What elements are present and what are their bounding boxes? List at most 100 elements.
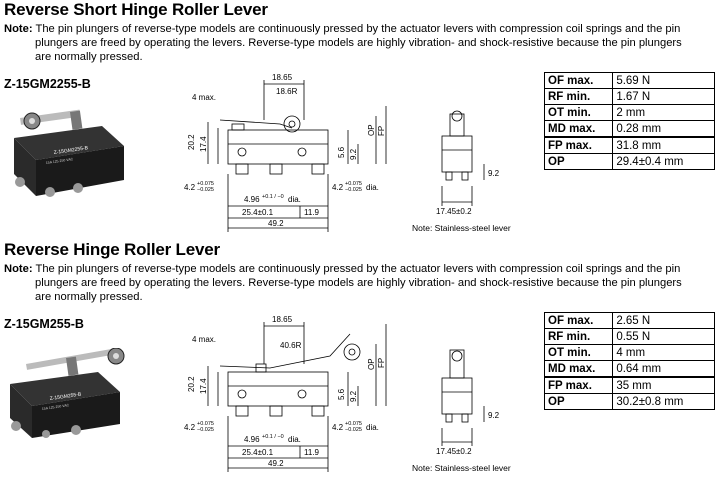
- spec-value: 0.64 mm: [612, 360, 715, 378]
- model-number: Z-15GM255-B: [4, 317, 84, 331]
- dim-right-offset: 11.9: [304, 208, 320, 217]
- section-title: Reverse Short Hinge Roller Lever: [4, 0, 268, 19]
- spec-row: OT min.4 mm: [543, 344, 715, 361]
- spec-row: RF min.1.67 N: [543, 88, 715, 105]
- dim-total: 49.2: [268, 219, 284, 228]
- spec-key: FP max.: [543, 136, 614, 154]
- dim-top-width: 18.65: [272, 73, 293, 82]
- dim-hole-left-tol-minus: −0.025: [197, 427, 214, 433]
- spec-key: OT min.: [543, 104, 614, 121]
- dim-h3: 5.6: [337, 146, 346, 158]
- spec-key: OF max.: [543, 72, 614, 89]
- footnote: Note: Stainless-steel lever: [412, 223, 511, 233]
- footnote: Note: Stainless-steel lever: [412, 463, 511, 473]
- svg-text:15A 125 250 VAC: 15A 125 250 VAC: [46, 157, 74, 165]
- dim-hole-right: 4.2: [332, 183, 344, 192]
- spec-value: 1.67 N: [612, 88, 715, 105]
- model-number: Z-15GM2255-B: [4, 77, 91, 91]
- spec-row: OF max.2.65 N: [543, 312, 715, 329]
- dim-h2: 17.4: [199, 136, 208, 152]
- spec-value: 0.28 mm: [612, 120, 715, 138]
- dim-h4: 9.2: [349, 148, 358, 160]
- spec-key: OF max.: [543, 312, 614, 329]
- svg-text:Z-15GM2255-B: Z-15GM2255-B: [53, 145, 89, 156]
- dim-h4: 9.2: [349, 390, 358, 402]
- spec-key: RF min.: [543, 88, 614, 105]
- spec-key: RF min.: [543, 328, 614, 345]
- section-reverse-hinge-roller-lever: Reverse Hinge Roller Lever Note: The pin…: [0, 240, 715, 480]
- spec-row: FP max.31.8 mm: [543, 136, 715, 154]
- note-line-1: The pin plungers of reverse-type models …: [35, 263, 681, 275]
- spec-key: OP: [543, 153, 614, 170]
- section-reverse-short-hinge-roller-lever: Reverse Short Hinge Roller Lever Note: T…: [0, 0, 715, 238]
- spec-key: MD max.: [543, 120, 614, 138]
- dim-h1: 20.2: [187, 134, 196, 150]
- dim-fp: FP: [377, 126, 386, 136]
- spec-row: OT min.2 mm: [543, 104, 715, 121]
- dim-hole-left-tol-plus: +0.075: [197, 181, 214, 187]
- dim-h3: 5.6: [337, 388, 346, 400]
- dim-hole-dia: 4.96: [244, 435, 260, 444]
- section-title: Reverse Hinge Roller Lever: [4, 240, 220, 259]
- spec-value: 0.55 N: [612, 328, 715, 345]
- dim-hole-right-suffix: dia.: [366, 183, 379, 192]
- dim-lever-max: 4 max.: [192, 93, 216, 102]
- dim-op: OP: [367, 124, 376, 136]
- spec-value: 2 mm: [612, 104, 715, 121]
- dim-hole-dia-tol: +0.1 / −0: [262, 194, 284, 200]
- spec-key: FP max.: [543, 376, 614, 394]
- dim-side-height: 9.2: [488, 411, 500, 420]
- dim-hole-dia: 4.96: [244, 195, 260, 204]
- spec-value: 30.2±0.8 mm: [612, 393, 715, 410]
- dim-h1: 20.2: [187, 376, 196, 392]
- dim-hole-right-tol-plus: +0.075: [345, 181, 362, 187]
- dim-side-height: 9.2: [488, 169, 500, 178]
- dim-hole-right-tol-plus: +0.075: [345, 421, 362, 427]
- dim-hole-left-tol-minus: −0.025: [197, 187, 214, 193]
- dim-hole-right-tol-minus: −0.025: [345, 187, 362, 193]
- dim-op: OP: [367, 358, 376, 370]
- dim-hole-dia-tol: +0.1 / −0: [262, 434, 284, 440]
- spec-table: OF max.2.65 N RF min.0.55 N OT min.4 mm …: [543, 312, 715, 410]
- spec-value: 5.69 N: [612, 72, 715, 89]
- dim-radius: 18.6R: [276, 87, 298, 96]
- spec-value: 35 mm: [612, 376, 715, 394]
- note-label: Note:: [4, 263, 33, 275]
- spec-value: 4 mm: [612, 344, 715, 361]
- spec-value: 2.65 N: [612, 312, 715, 329]
- note-line-2: plungers are freed by operating the leve…: [35, 37, 682, 49]
- spec-row: OF max.5.69 N: [543, 72, 715, 89]
- dim-hole-left: 4.2: [184, 423, 196, 432]
- dim-hole-dia-suffix: dia.: [288, 435, 301, 444]
- spec-row: FP max.35 mm: [543, 376, 715, 394]
- dim-hole-right-suffix: dia.: [366, 423, 379, 432]
- spec-row: RF min.0.55 N: [543, 328, 715, 345]
- section-note: Note: The pin plungers of reverse-type m…: [4, 262, 712, 304]
- dim-hole-left: 4.2: [184, 183, 196, 192]
- note-line-2: plungers are freed by operating the leve…: [35, 277, 682, 289]
- dim-pitch: 25.4±0.1: [242, 208, 274, 217]
- dim-hole-right: 4.2: [332, 423, 344, 432]
- dim-hole-right-tol-minus: −0.025: [345, 427, 362, 433]
- dim-radius: 40.6R: [280, 341, 302, 350]
- dim-top-width: 18.65: [272, 315, 293, 324]
- note-line-3: are normally pressed.: [35, 291, 143, 303]
- spec-value: 29.4±0.4 mm: [612, 153, 715, 170]
- dim-fp: FP: [377, 358, 386, 368]
- dim-total: 49.2: [268, 459, 284, 468]
- spec-table: OF max.5.69 N RF min.1.67 N OT min.2 mm …: [543, 72, 715, 170]
- dimension-drawing: 18.65 18.6R 4 max. 20.2 17.4 5.6 9.2 OP …: [184, 73, 500, 232]
- dim-side-width: 17.45±0.2: [436, 207, 472, 216]
- product-photo: Z-15GM2255-B 15A 125 250 VAC: [14, 109, 124, 197]
- spec-row: MD max.0.28 mm: [543, 120, 715, 138]
- note-line-1: The pin plungers of reverse-type models …: [35, 23, 681, 35]
- spec-value: 31.8 mm: [612, 136, 715, 154]
- note-line-3: are normally pressed.: [35, 51, 143, 63]
- dim-h2: 17.4: [199, 378, 208, 394]
- dim-side-width: 17.45±0.2: [436, 447, 472, 456]
- dim-hole-dia-suffix: dia.: [288, 195, 301, 204]
- dimension-drawing: 18.65 40.6R 4 max. 20.2 17.4 5.6 9.2 OP …: [184, 315, 500, 472]
- section-note: Note: The pin plungers of reverse-type m…: [4, 22, 712, 64]
